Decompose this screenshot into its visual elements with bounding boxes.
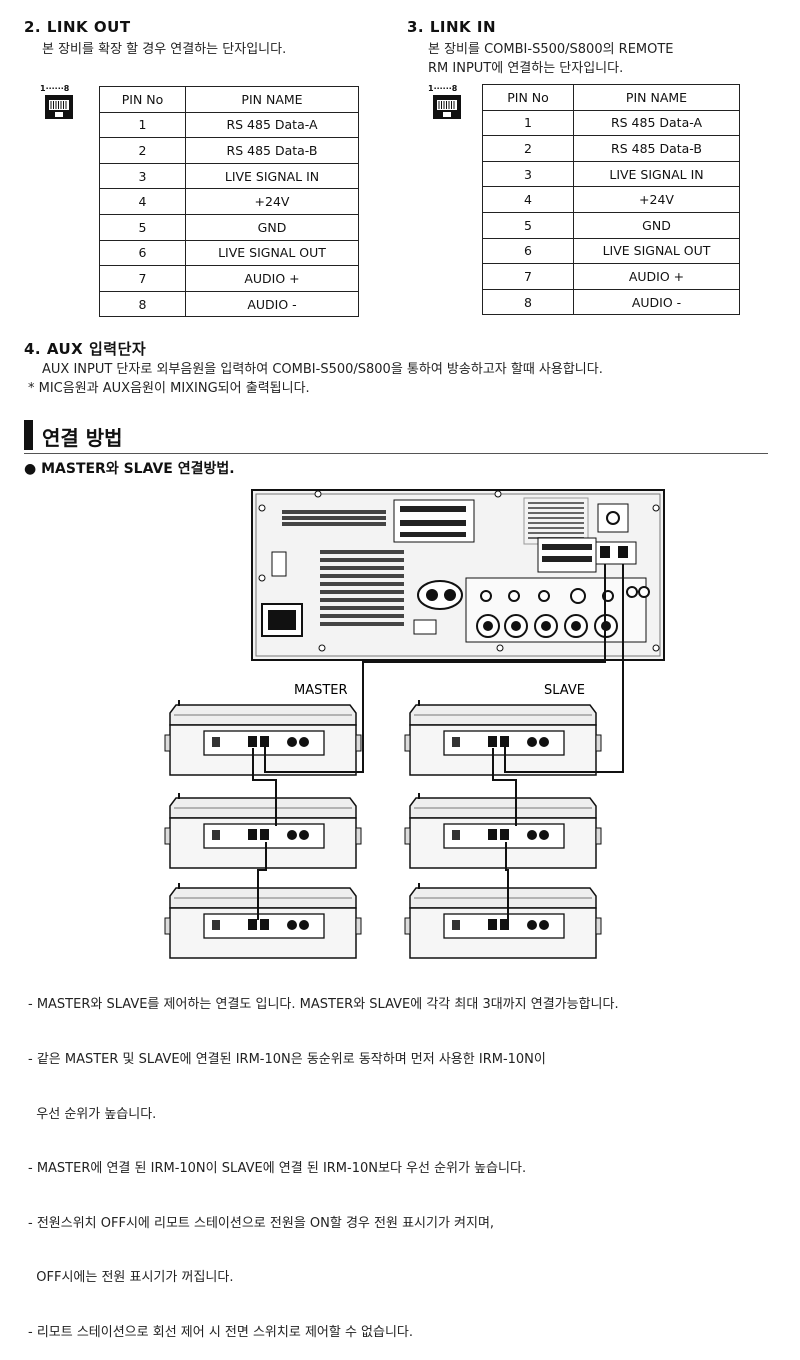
section-marker [24, 420, 33, 450]
pin-number: 8 [482, 288, 574, 316]
master-remote-unit-1 [164, 699, 362, 776]
link-in-description-line2: RM INPUT에 연결하는 단자입니다. [428, 61, 624, 76]
master-remote-unit-2 [164, 792, 362, 869]
pin-number: 2 [482, 135, 574, 162]
pin-name: RS 485 Data-B [573, 135, 740, 162]
pin-number: 5 [482, 211, 574, 239]
note-line: - 리모트 스테이션으로 회선 제어 시 전면 스위치로 제어할 수 없습니다. [28, 1325, 414, 1341]
rj45-jack-icon [433, 95, 461, 119]
slave-remote-unit-2 [404, 792, 602, 869]
pin-number: 4 [99, 188, 186, 215]
table-row: 4+24V [99, 188, 359, 215]
pin-number: 5 [99, 213, 186, 241]
pin-name: RS 485 Data-A [185, 111, 359, 139]
connection-cables [252, 564, 624, 920]
table-header-cell: PIN NAME [573, 84, 740, 111]
pin-number: 7 [99, 265, 186, 292]
pin-name: RS 485 Data-A [573, 109, 740, 137]
pin-number: 1 [99, 111, 186, 139]
pin-name: AUDIO - [573, 288, 740, 316]
pin-name: GND [185, 213, 359, 241]
table-row: 4+24V [482, 186, 740, 213]
section-title: 연결 방법 [42, 426, 123, 450]
pin-number: 2 [99, 137, 186, 164]
pin-number: 3 [482, 160, 574, 188]
note-line: - 전원스위치 OFF시에 리모트 스테이션으로 전원을 ON할 경우 전원 표… [28, 1215, 495, 1231]
slave-remote-unit-1 [404, 699, 602, 776]
link-in-heading: 3. LINK IN [407, 18, 497, 36]
pin-range-label: 1······8 [428, 84, 458, 93]
rj45-connector-in: 1······8 [428, 84, 470, 125]
pin-name: +24V [185, 188, 359, 215]
table-header-cell: PIN No [99, 86, 186, 113]
pin-name: LIVE SIGNAL OUT [573, 237, 740, 265]
amplifier-rear-panel [251, 489, 665, 661]
pin-number: 1 [482, 109, 574, 137]
pin-number: 4 [482, 186, 574, 213]
master-remote-unit-3 [164, 882, 362, 959]
pin-name: LIVE SIGNAL IN [573, 160, 740, 188]
rj45-jack-icon [45, 95, 73, 119]
pin-name: +24V [573, 186, 740, 213]
note-line: - MASTER에 연결 된 IRM-10N이 SLAVE에 연결 된 IRM-… [28, 1161, 527, 1177]
note-line: OFF시에는 전원 표시기가 꺼집니다. [28, 1270, 234, 1286]
pin-range-label: 1······8 [40, 84, 70, 93]
slave-label: SLAVE [544, 683, 585, 698]
pin-name: LIVE SIGNAL OUT [185, 239, 359, 267]
link-in-description-line1: 본 장비를 COMBI-S500/S800의 REMOTE [428, 42, 674, 57]
pin-name: AUDIO + [185, 265, 359, 292]
section-divider [24, 453, 768, 454]
master-label: MASTER [294, 683, 348, 698]
aux-description: AUX INPUT 단자로 외부음원을 입력하여 COMBI-S500/S800… [42, 362, 603, 377]
pin-number: 7 [482, 263, 574, 290]
link-out-description: 본 장비를 확장 할 경우 연결하는 단자입니다. [42, 42, 287, 57]
pin-name: LIVE SIGNAL IN [185, 162, 359, 190]
pin-name: AUDIO - [185, 290, 359, 318]
note-line: - MASTER와 SLAVE를 제어하는 연결도 입니다. MASTER와 S… [28, 997, 619, 1013]
master-slave-heading: ● MASTER와 SLAVE 연결방법. [24, 461, 235, 477]
table-header-row: PIN No PIN NAME [482, 84, 740, 111]
table-header-row: PIN No PIN NAME [99, 86, 359, 113]
aux-heading: 4. AUX 입력단자 [24, 340, 147, 358]
rj45-connector-out: 1······8 [40, 84, 82, 125]
pin-name: GND [573, 211, 740, 239]
connection-diagram: MASTER SLAVE [164, 489, 665, 959]
link-out-heading: 2. LINK OUT [24, 18, 131, 36]
slave-remote-unit-3 [404, 882, 602, 959]
pin-name: RS 485 Data-B [185, 137, 359, 164]
pin-number: 3 [99, 162, 186, 190]
pin-number: 6 [99, 239, 186, 267]
pin-name: AUDIO + [573, 263, 740, 290]
note-line: - 같은 MASTER 및 SLAVE에 연결된 IRM-10N은 동순위로 동… [28, 1052, 546, 1068]
connection-notes: - MASTER와 SLAVE를 제어하는 연결도 입니다. MASTER와 S… [28, 960, 619, 1360]
pin-number: 6 [482, 237, 574, 265]
aux-note: * MIC음원과 AUX음원이 MIXING되어 출력됩니다. [28, 381, 310, 396]
pin-number: 8 [99, 290, 186, 318]
table-header-cell: PIN NAME [185, 86, 359, 113]
table-header-cell: PIN No [482, 84, 574, 111]
